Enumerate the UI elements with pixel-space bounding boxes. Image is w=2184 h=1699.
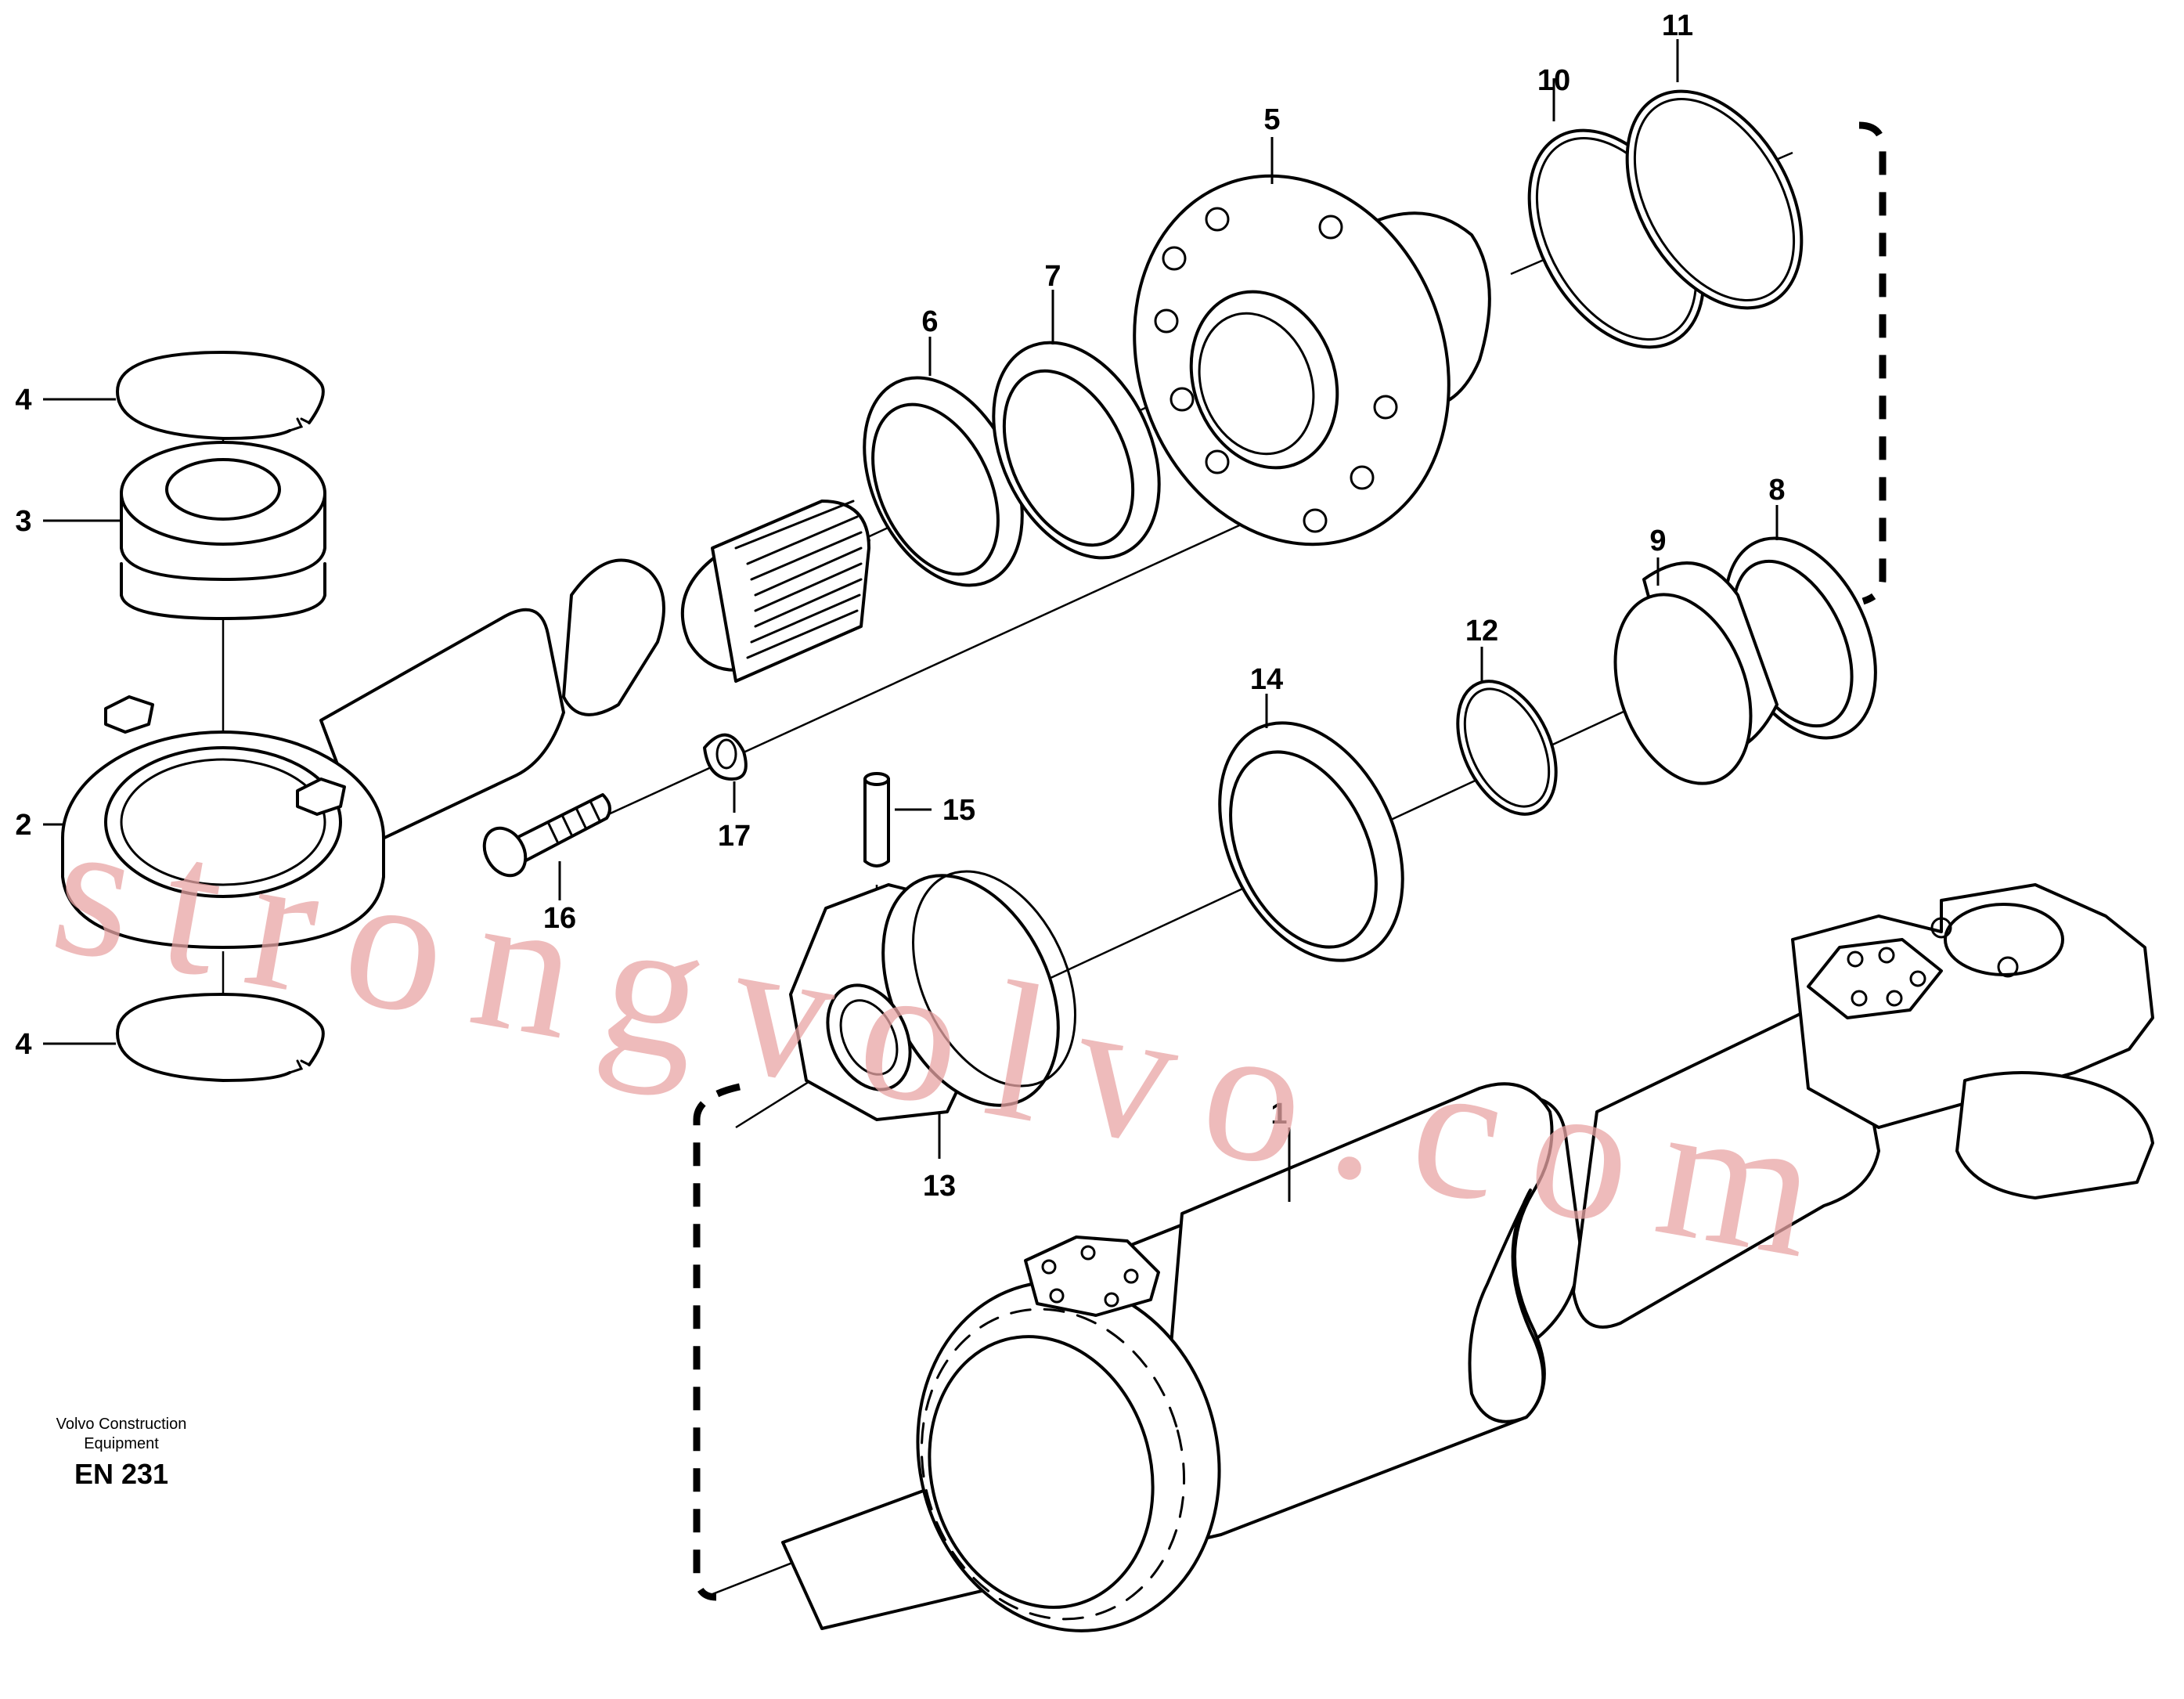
part-15-pin [863,772,890,868]
callout-9: 9 [1649,525,1666,557]
callout-numbers: 1 2 3 4 4 5 6 7 8 9 10 11 12 13 14 15 16… [15,9,1785,1203]
callout-5: 5 [1263,103,1280,136]
callout-2: 2 [15,809,31,842]
dashed-assembly-path [693,121,1887,1601]
part-17-washer [703,733,748,781]
leader-lines [43,39,1779,1202]
part-3-bearing [120,441,326,620]
part-11-ring [1625,89,1804,310]
part-2-piston-rod [61,500,870,949]
callout-1: 1 [1270,1098,1287,1131]
footer-maker-line2: Equipment [84,1435,159,1452]
footer-maker-line1: Volvo Construction [56,1416,187,1433]
part-4-circlip-bottom [116,993,325,1082]
part-6-seal [863,376,1024,587]
callout-3: 3 [15,505,31,538]
callout-4-top: 4 [15,384,31,417]
part-13-piston [789,870,1076,1121]
part-5-cylinder-head [1133,174,1491,546]
callout-4-bottom: 4 [15,1028,31,1061]
callout-10: 10 [1537,64,1570,97]
callout-14: 14 [1250,663,1283,696]
callout-7: 7 [1044,260,1061,293]
part-1-cylinder-tube [781,883,2154,1632]
callout-11: 11 [1662,9,1693,42]
part-12-o-ring [1456,680,1558,816]
callout-8: 8 [1768,474,1785,507]
callout-12: 12 [1465,615,1498,647]
callout-17: 17 [718,820,751,853]
footer-code: EN 231 [74,1458,169,1490]
callout-16: 16 [543,902,576,935]
part-9-guide-ring [1613,561,1779,785]
callout-13: 13 [923,1170,956,1203]
part-16-screw [482,793,611,878]
callout-15: 15 [942,794,975,827]
part-7-seal [992,341,1161,560]
callout-6: 6 [921,305,938,338]
part-4-circlip-top [116,351,325,440]
part-14-seal [1218,721,1404,962]
